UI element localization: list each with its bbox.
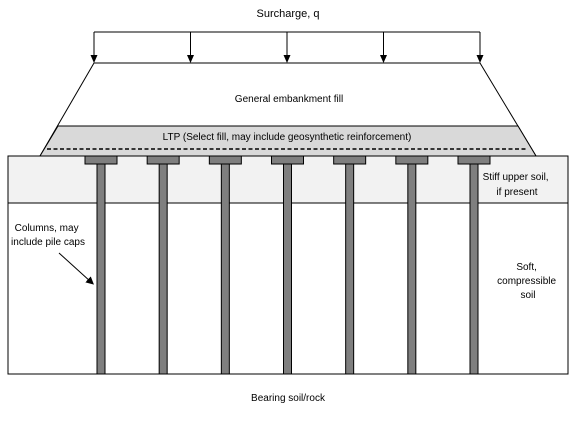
surcharge-arrow-head <box>90 55 98 63</box>
columns-label-line-2: include pile caps <box>11 237 85 248</box>
ltp-label: LTP (Select fill, may include geosynthet… <box>163 132 412 143</box>
pile-cap <box>333 155 367 165</box>
stiff-soil-line-1: Stiff upper soil, <box>483 172 549 183</box>
column <box>96 163 106 375</box>
bearing-label: Bearing soil/rock <box>251 393 326 404</box>
pile-cap <box>208 155 242 165</box>
surcharge-label: Surcharge, q <box>257 8 320 20</box>
columns-label: Columns, may include pile caps <box>11 223 85 248</box>
surcharge-arrow-head <box>283 55 291 63</box>
soft-soil-line-2: compressible <box>497 276 556 287</box>
soft-soil-label: Soft, compressible soil <box>497 262 559 301</box>
soft-soil-line-1: Soft, <box>516 262 537 273</box>
stiff-soil-label: Stiff upper soil, if present <box>483 172 552 198</box>
column <box>158 163 168 375</box>
pile-cap <box>84 155 118 165</box>
pile-cap <box>457 155 491 165</box>
soft-soil-line-3: soil <box>520 290 535 301</box>
columns-pointer-arrow <box>58 252 94 285</box>
column <box>220 163 230 375</box>
surcharge-arrow-head <box>187 55 194 63</box>
surcharge-arrow-head <box>476 55 484 63</box>
pile-cap <box>146 155 180 165</box>
column <box>283 163 292 375</box>
surcharge-arrow-head <box>380 55 387 63</box>
embankment-label: General embankment fill <box>235 94 343 105</box>
surcharge-arrows <box>90 31 484 63</box>
pile-cap <box>395 155 429 165</box>
columns <box>84 155 491 375</box>
columns-label-line-1: Columns, may <box>15 223 79 234</box>
column <box>469 163 479 375</box>
column <box>407 163 417 375</box>
stiff-soil-line-2: if present <box>496 187 537 198</box>
pile-cap <box>271 155 304 165</box>
column <box>345 163 355 375</box>
